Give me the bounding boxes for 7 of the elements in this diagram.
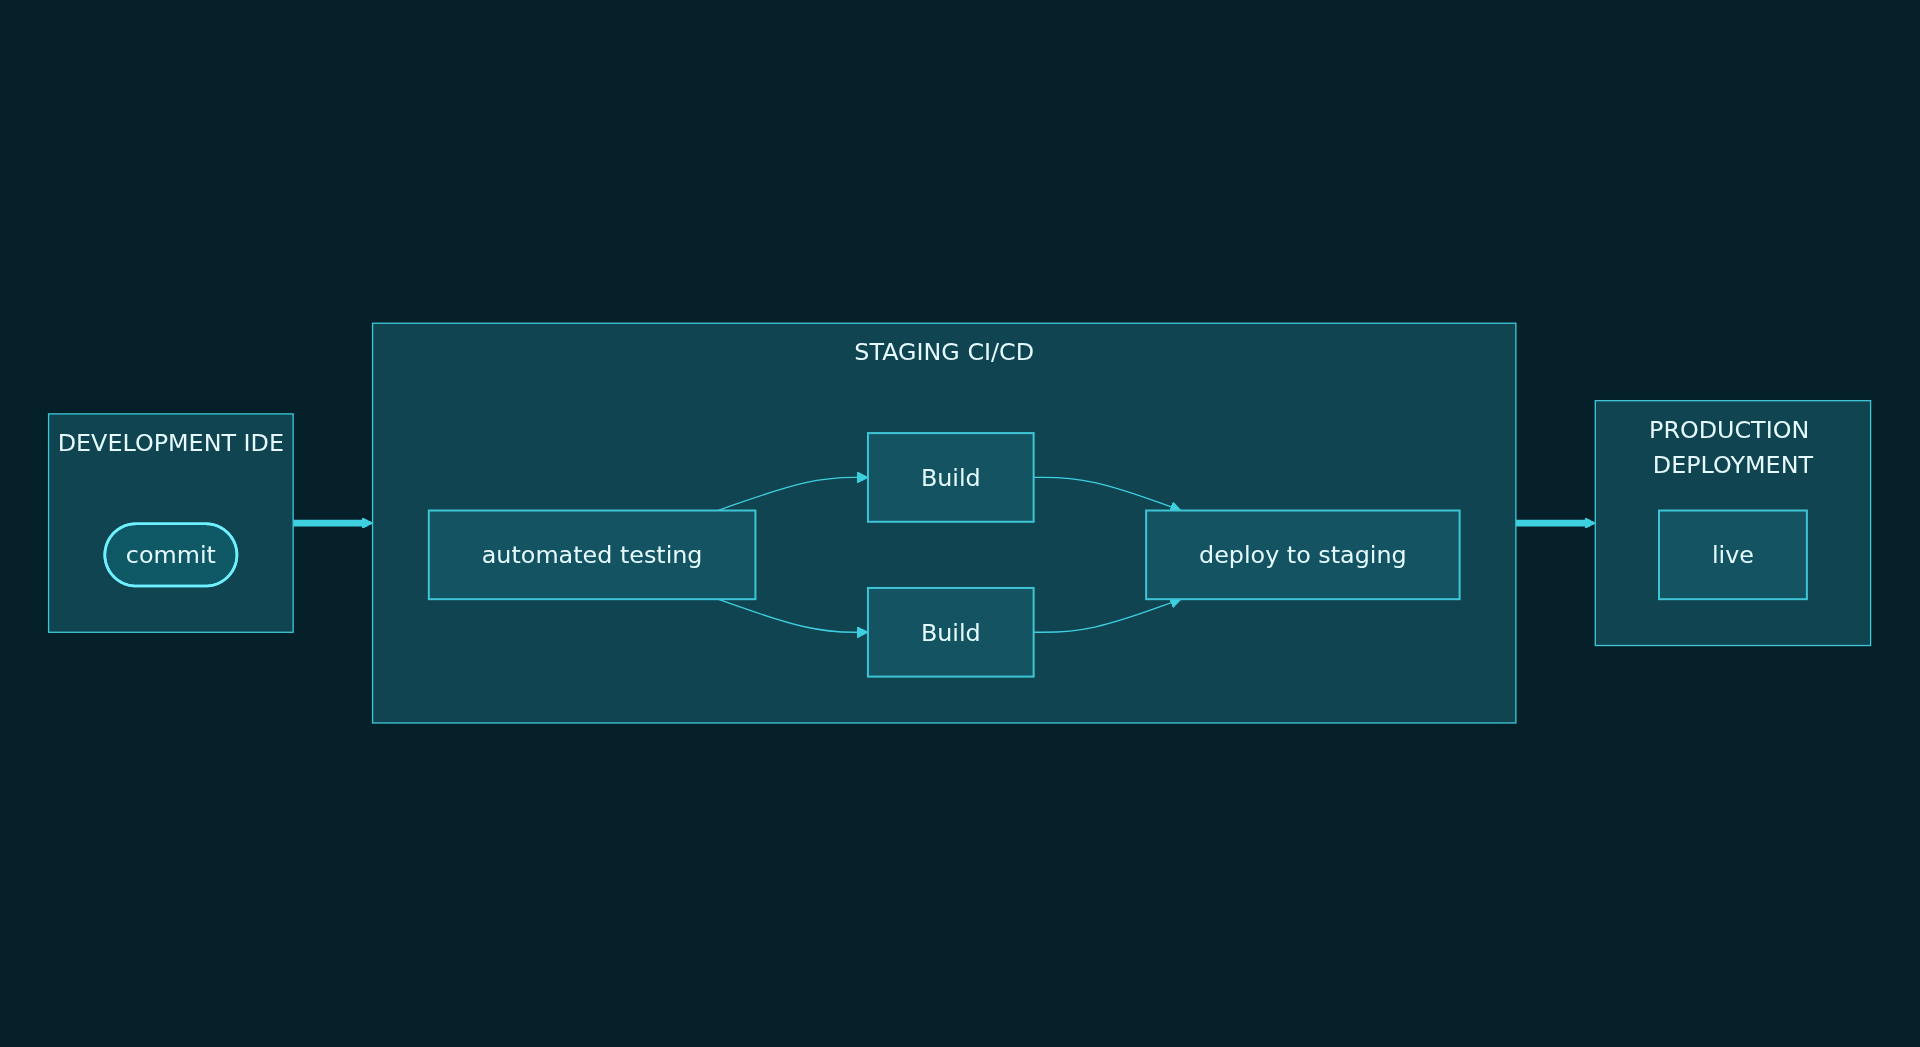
node-box: Build: [867, 432, 1036, 524]
node-box: live: [1658, 509, 1809, 601]
arrow: [1516, 517, 1597, 530]
node-box: deploy to staging: [1145, 509, 1462, 601]
node-box: automated testing: [428, 509, 757, 601]
arrow: [717, 472, 869, 512]
node-box: Build: [867, 587, 1036, 679]
